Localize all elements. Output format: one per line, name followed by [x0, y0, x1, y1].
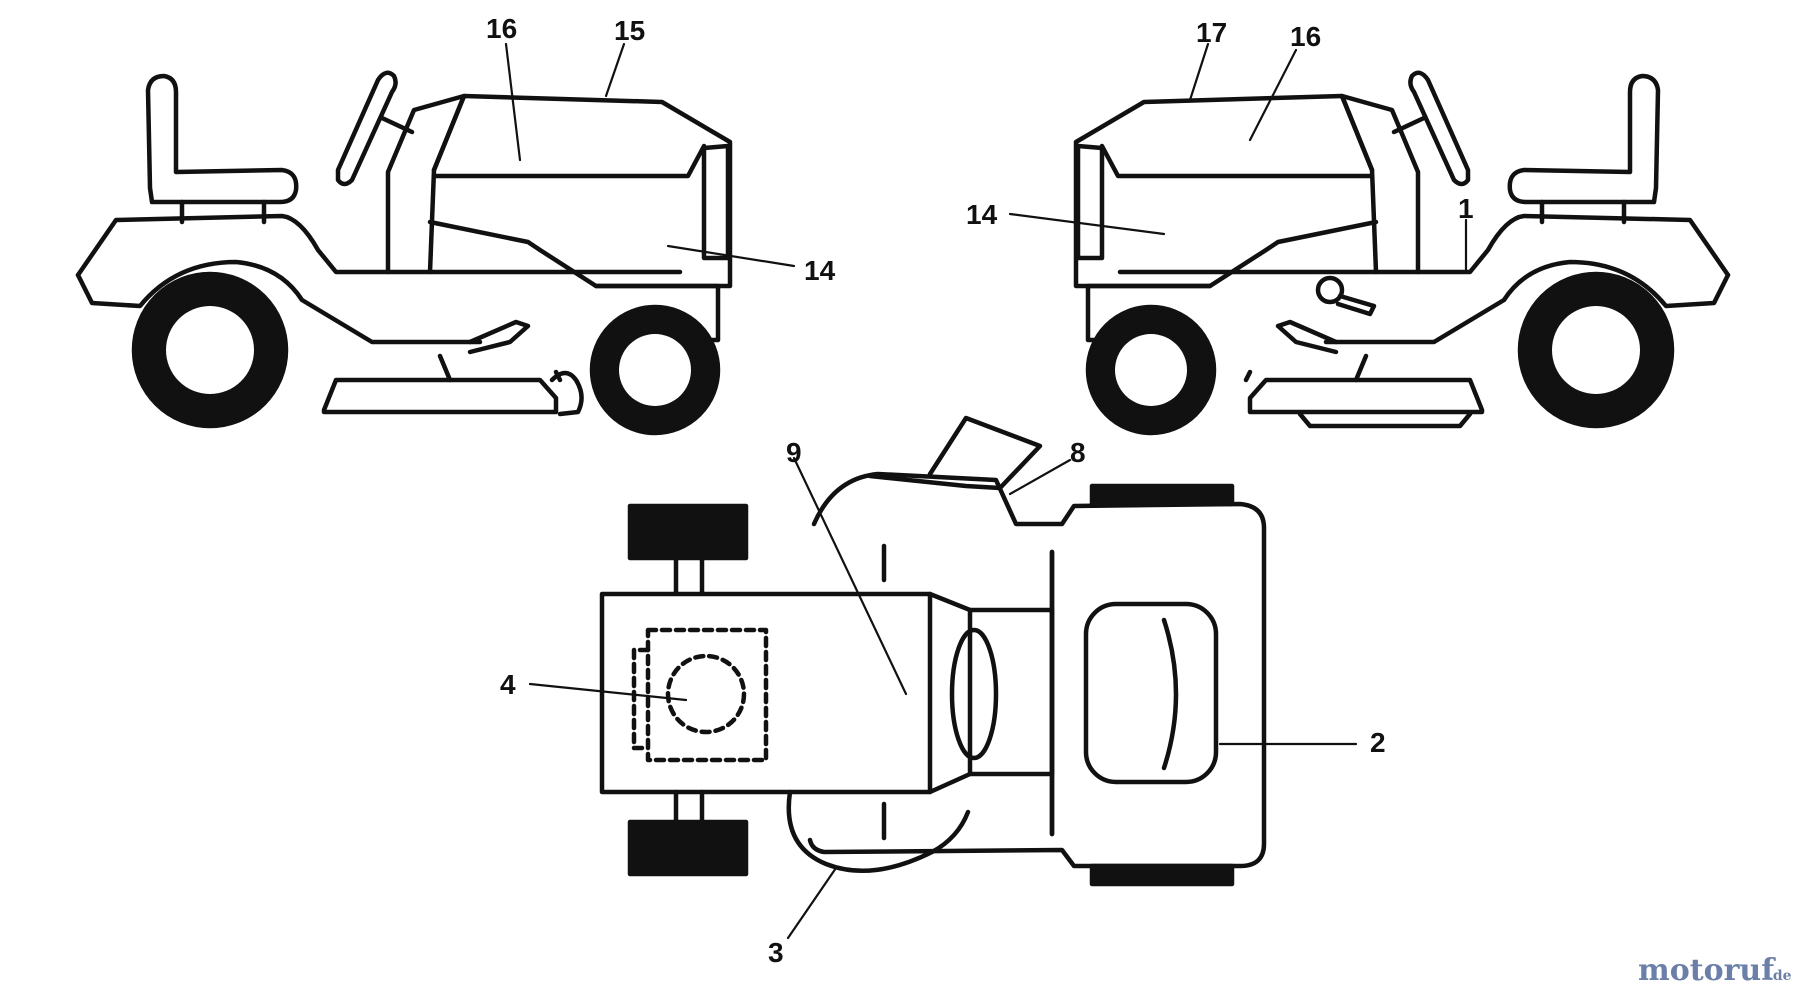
steering-wheel [335, 70, 398, 187]
lift-lever [1335, 293, 1377, 317]
top-front-wheel-lower [1089, 863, 1235, 887]
rear-wheel-inner [1552, 306, 1640, 394]
front-wheel-inner [619, 334, 691, 406]
deck-hanger [437, 353, 563, 383]
discharge-chute [927, 415, 1043, 491]
callout-right-16: 16 [1290, 21, 1321, 52]
seat-circle-dashed [665, 653, 747, 735]
rear-fender [1117, 213, 1731, 278]
chute-edge [867, 473, 1003, 491]
seat-back-dashed [631, 647, 651, 751]
callout-labels: 16 15 14 17 16 14 1 9 8 4 2 3 [486, 13, 1474, 968]
callout-top-3: 3 [768, 937, 784, 968]
rear-axle [673, 555, 705, 825]
watermark-name: motoruf [1638, 953, 1776, 988]
mower-deck [1247, 377, 1485, 415]
footrest [1275, 319, 1339, 355]
leader-top-4 [528, 682, 688, 702]
frame [1085, 283, 1213, 343]
callout-top-2: 2 [1370, 727, 1386, 758]
callout-top-4: 4 [500, 669, 516, 700]
mower-deck-top [807, 471, 1267, 869]
leader-left-16 [504, 42, 522, 162]
grille [1075, 143, 1105, 261]
leader-left-15 [604, 42, 626, 98]
callout-top-9: 9 [786, 437, 802, 468]
steering-wheel [1408, 70, 1471, 187]
deck-hanger [1243, 353, 1369, 383]
top-front-wheel-upper [1089, 483, 1235, 507]
mower-deck [321, 377, 559, 415]
leader-top-8 [1008, 458, 1072, 496]
tractor-left-side-view [75, 70, 733, 436]
leader-right-14 [1008, 212, 1166, 236]
footrest [467, 319, 531, 355]
hood [427, 93, 733, 289]
seat-outline-dashed [645, 627, 769, 763]
tractor-right-side-view [1073, 70, 1731, 436]
deck-chute [549, 370, 584, 417]
leader-lines [504, 42, 1468, 940]
steering-column-top [949, 627, 999, 761]
seat-back [145, 73, 299, 205]
grille [701, 143, 731, 261]
watermark: motoruf .de [1638, 953, 1792, 988]
hood-panel [1083, 601, 1219, 785]
front-wheel-inner [1115, 334, 1187, 406]
leader-right-17 [1188, 42, 1210, 102]
hood-contour [1161, 617, 1179, 771]
callout-left-14: 14 [804, 255, 836, 286]
leader-left-14 [666, 244, 796, 268]
deck-skirt [1297, 411, 1473, 429]
hood [1073, 93, 1379, 289]
deck-side-bump [786, 789, 971, 873]
callout-top-8: 8 [1070, 437, 1086, 468]
dash-tower [1339, 93, 1421, 275]
seat-back [1507, 73, 1661, 205]
callout-left-15: 15 [614, 15, 645, 46]
callout-left-16: 16 [486, 13, 517, 44]
tractor-top-view [599, 415, 1267, 887]
hood-junction [927, 591, 973, 795]
callout-right-17: 17 [1196, 17, 1227, 48]
lift-lever-knob [1315, 275, 1345, 305]
callout-right-1: 1 [1458, 193, 1474, 224]
leader-top-3 [786, 866, 838, 940]
frame [593, 283, 721, 343]
hood-side-line [431, 143, 707, 179]
leader-top-9 [792, 456, 908, 696]
top-rear-wheel-upper [627, 503, 749, 561]
dash-tower [385, 93, 467, 275]
rear-wheel-inner [166, 306, 254, 394]
top-rear-wheel-lower [627, 819, 749, 877]
watermark-suffix: .de [1768, 968, 1792, 984]
rear-fender-lower [1323, 259, 1731, 345]
rear-fender [75, 213, 683, 278]
rear-fender-lower [75, 259, 483, 345]
callout-right-14: 14 [966, 199, 998, 230]
hood-side-line [1099, 143, 1375, 179]
leader-right-16 [1248, 48, 1298, 142]
